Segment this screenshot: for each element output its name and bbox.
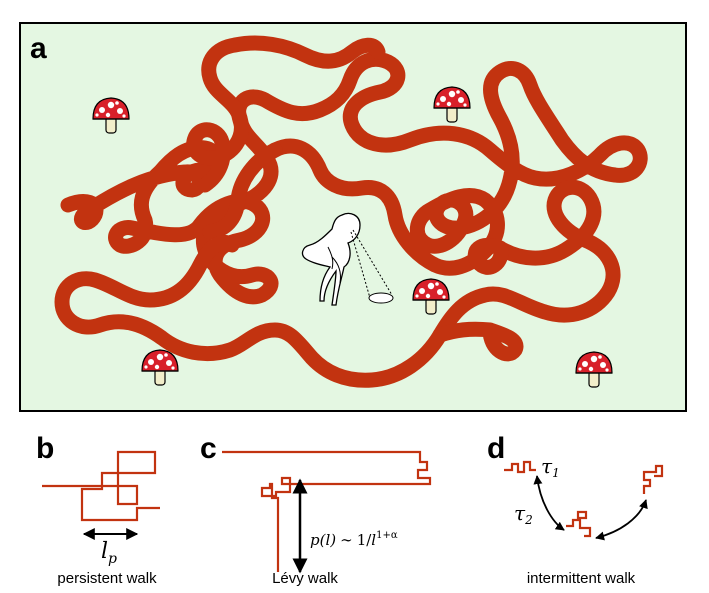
search-trajectory-3 <box>54 179 621 388</box>
panel-c: c p(l)∼1/l1+α Lévy walk <box>200 432 432 587</box>
tau1-label: τ1 <box>541 454 560 480</box>
relocation-arrow-1 <box>533 475 565 531</box>
intermittent-cluster-1 <box>504 460 536 474</box>
persistent-walk-path <box>42 450 160 522</box>
panel-d-letter: d <box>487 432 505 465</box>
panel-b-letter: b <box>36 432 54 465</box>
panel-b-caption: persistent walk <box>57 570 157 587</box>
panel-c-caption: Lévy walk <box>272 570 338 587</box>
search-trajectory <box>60 51 648 305</box>
vision-cone-right <box>352 229 393 296</box>
searcher-figure-icon <box>301 212 361 306</box>
panel-d-caption: intermittent walk <box>527 570 636 587</box>
levy-walk-path <box>222 450 432 572</box>
panel-a-letter: a <box>30 32 47 65</box>
intermittent-cluster-2 <box>566 510 592 538</box>
panel-c-letter: c <box>200 432 217 465</box>
step-length-distribution: p(l)∼1/l1+α <box>310 530 398 549</box>
panel-a: a <box>19 22 687 412</box>
vision-spot <box>368 292 394 304</box>
panel-d: d τ1 τ2 intermittent walk <box>487 432 664 587</box>
tau2-label: τ2 <box>514 501 533 527</box>
lp-symbol: lp <box>101 539 117 567</box>
search-trajectory-2 <box>186 35 386 240</box>
vision-cone-left <box>350 231 371 299</box>
relocation-arrow-2 <box>595 499 648 541</box>
search-trajectory-4 <box>432 237 524 362</box>
panel-b: b lp persistent walk <box>36 432 160 587</box>
intermittent-cluster-3 <box>642 464 664 494</box>
